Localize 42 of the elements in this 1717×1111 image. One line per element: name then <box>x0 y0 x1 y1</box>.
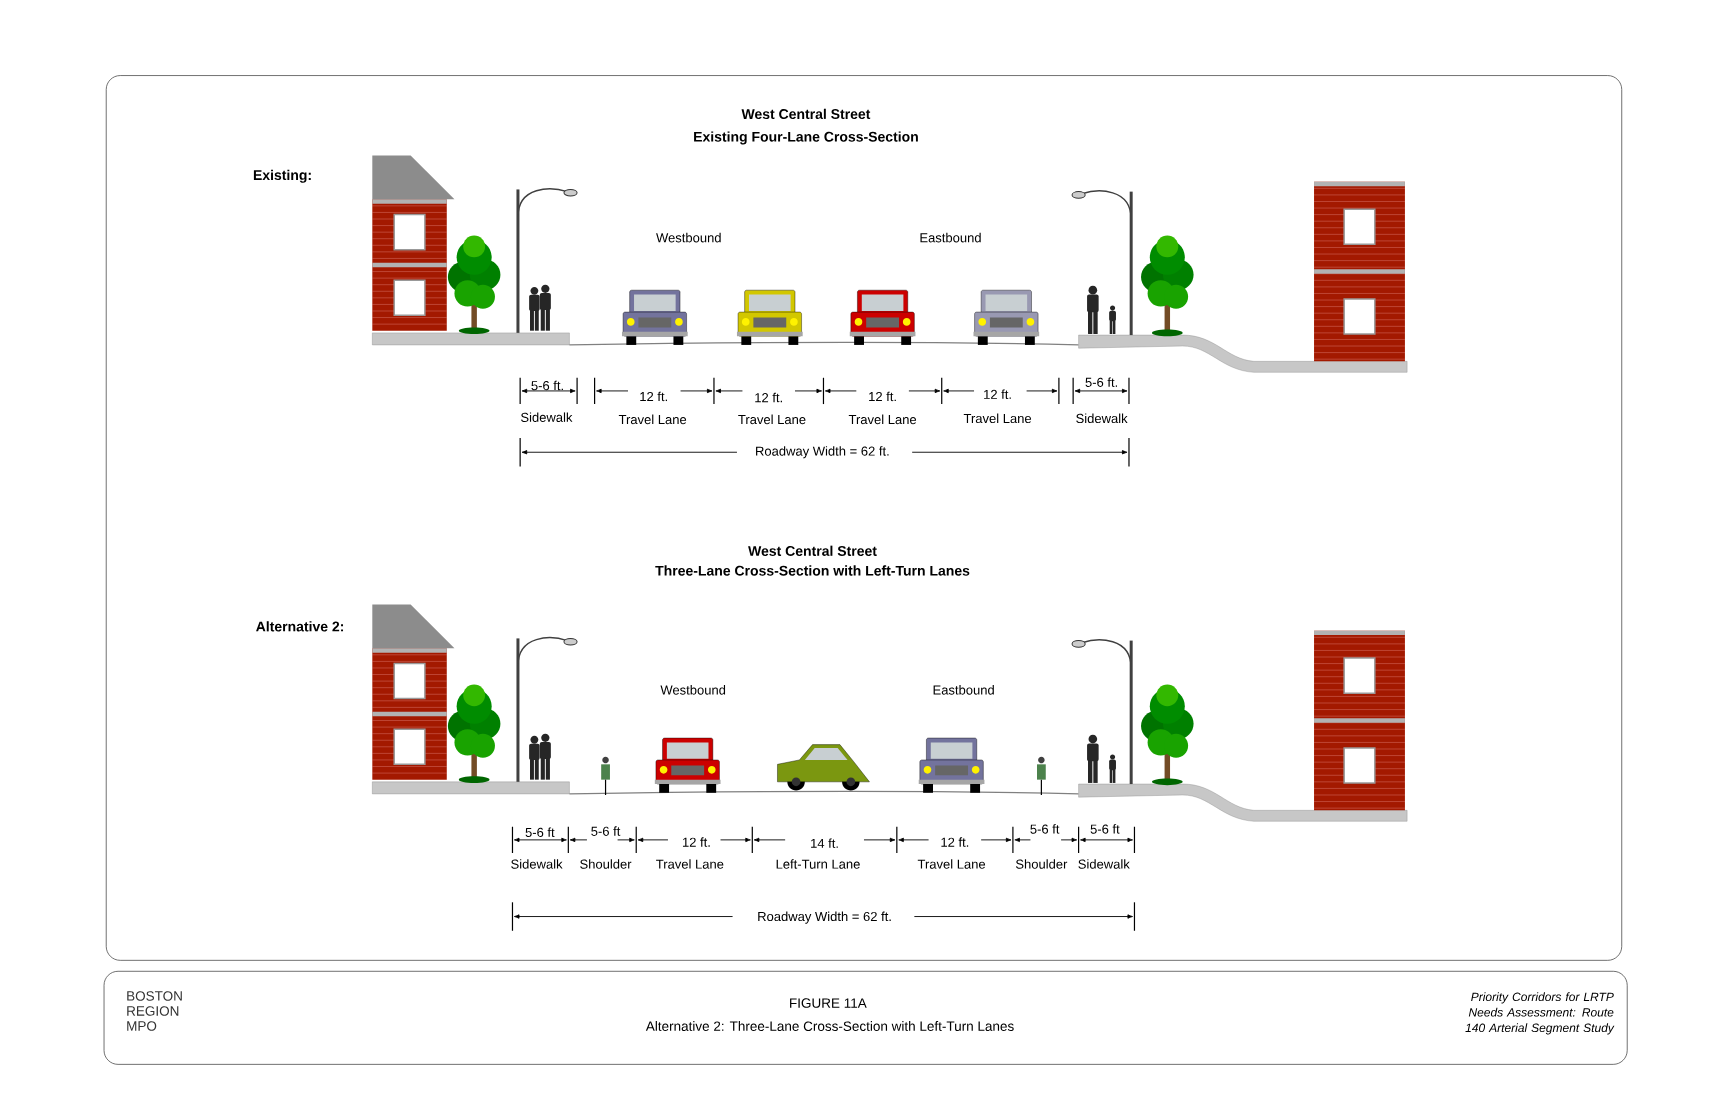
direction-label: Eastbound <box>933 684 994 695</box>
heading: Existing Four-Lane Cross-Section <box>694 131 918 145</box>
lane-label: Travel Lane <box>917 859 986 869</box>
dimension-label: 5-6 ft <box>591 826 621 836</box>
lane-label: Sidewalk <box>511 859 563 869</box>
dimension-label: 12 ft. <box>640 391 667 401</box>
dimension-label: 12 ft. <box>683 837 710 847</box>
dimension-label: 14 ft. <box>811 838 838 848</box>
direction-label: Eastbound <box>920 232 981 243</box>
lane-label: Travel Lane <box>848 414 917 424</box>
dimension-label: 12 ft. <box>941 837 969 847</box>
direction-label: Westbound <box>660 684 726 695</box>
section-label: Existing: <box>253 169 311 183</box>
dimension-label: 5-6 ft <box>525 827 555 837</box>
heading: Three-Lane Cross-Section with Left-Turn Lanes <box>655 565 970 576</box>
lane-label: Sidewalk <box>521 412 573 422</box>
dimension-label: Roadway Width = 62 ft. <box>758 911 891 924</box>
lane-label: Travel Lane <box>963 413 1032 423</box>
dimension-label: 5-6 ft <box>1090 823 1120 834</box>
lane-label: Travel Lane <box>656 859 724 869</box>
lane-label: Left-Turn Lane <box>776 859 860 869</box>
direction-label: Westbound <box>656 232 721 243</box>
lane-label: Shoulder <box>580 859 632 869</box>
organization-name: BOSTON REGION MPO <box>127 991 182 1031</box>
dimension-label: 5-6 ft <box>1030 823 1060 834</box>
lane-label: Travel Lane <box>738 414 806 424</box>
lane-label: Sidewalk <box>1078 859 1130 869</box>
dimension-label: 12 ft. <box>869 391 896 401</box>
dimension-label: 12 ft. <box>755 392 782 402</box>
lane-label: Shoulder <box>1015 859 1068 869</box>
study-title: Priority Corridors for LRTP Needs Assessment: Route 140 Arterial Segment Study <box>1465 992 1615 1035</box>
heading: West Central Street <box>748 545 877 556</box>
lane-label: Travel Lane <box>618 414 687 424</box>
dimension-label: Roadway Width = 62 ft. <box>756 445 889 459</box>
dimension-label: 5-6 ft. <box>1085 377 1118 387</box>
figure-number: FIGURE 11A <box>790 998 867 1008</box>
lane-label: Sidewalk <box>1076 413 1128 423</box>
figure-caption: Alternative 2: Three-Lane Cross-Section with Left-Turn Lanes <box>645 1020 1014 1031</box>
dimension-label: 5-6 ft. <box>531 380 563 390</box>
section-label: Alternative 2: <box>256 621 343 632</box>
dimension-label: 12 ft. <box>984 389 1011 399</box>
heading: West Central Street <box>741 108 871 119</box>
